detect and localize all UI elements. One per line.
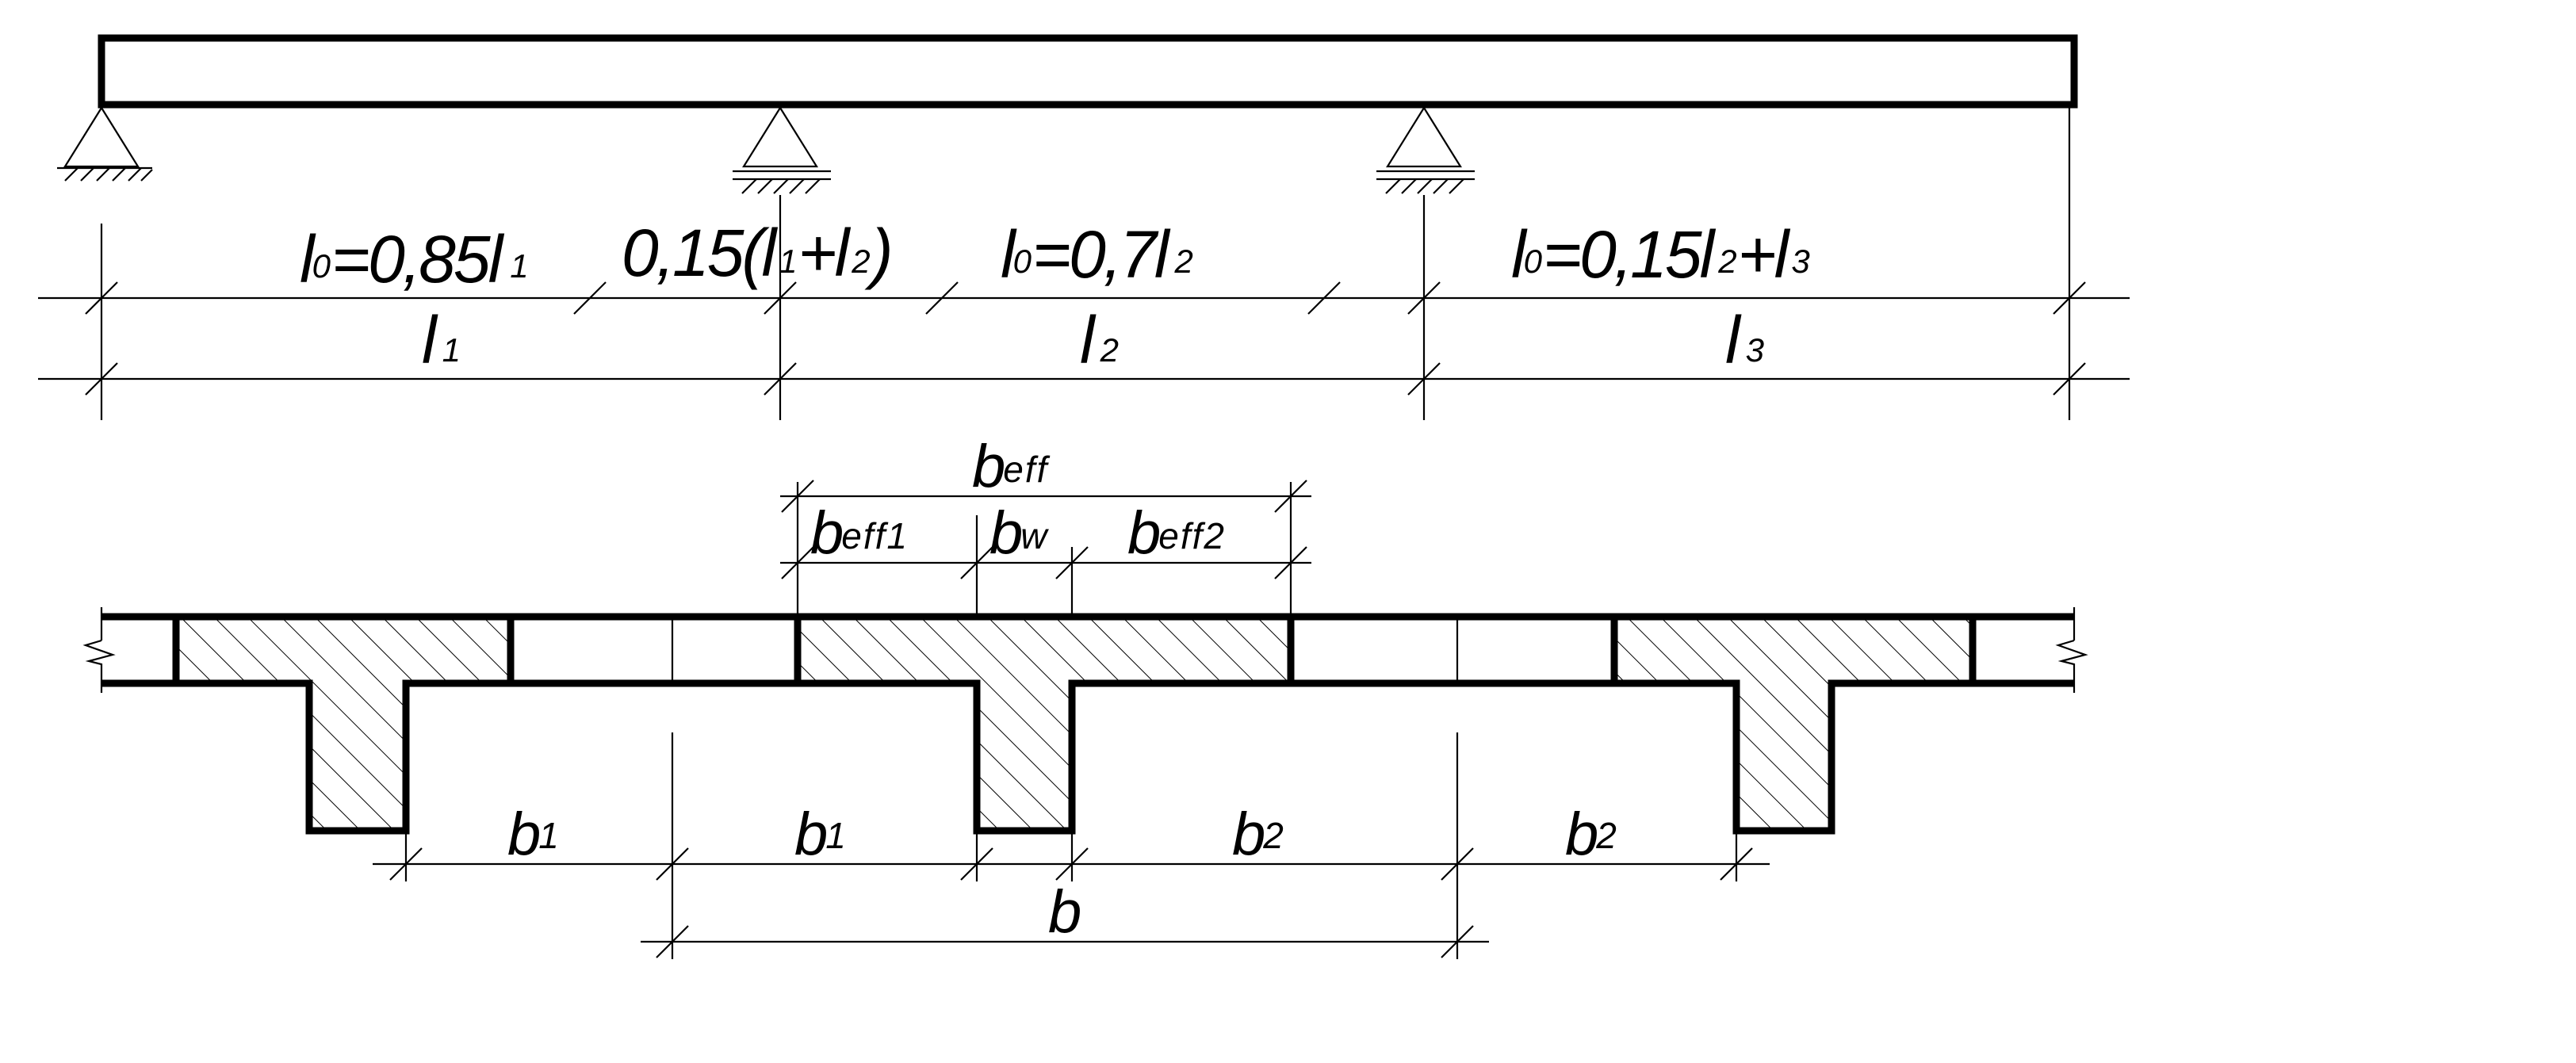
b2-right-label: b2 <box>1565 801 1618 868</box>
b1-right-label: b1 <box>794 801 848 868</box>
effective-flange-hatch <box>176 620 1973 831</box>
b1-left-label: b1 <box>507 801 561 868</box>
roller-support-3 <box>1376 105 1475 194</box>
break-line-left <box>82 607 116 693</box>
support-ground-hatch <box>1385 178 1464 194</box>
continuous-beam <box>98 34 2078 109</box>
beff1-label: beff1 <box>810 499 909 567</box>
b-total-label: b <box>1048 878 1080 946</box>
b2-left-label: b2 <box>1232 801 1285 868</box>
roller-support-2 <box>733 105 831 194</box>
beff-label: beff <box>972 433 1051 500</box>
bw-label: bw <box>989 499 1049 567</box>
beam-dimension-lines <box>38 108 2130 420</box>
break-line-right <box>2055 607 2088 693</box>
support-ground-hatch <box>64 167 153 182</box>
pin-support-1 <box>57 105 153 182</box>
beff2-label: beff2 <box>1127 499 1226 567</box>
section-dimension-lines <box>373 480 1770 959</box>
ribbed-slab-outline <box>101 613 2074 835</box>
support-ground-hatch <box>741 178 821 194</box>
